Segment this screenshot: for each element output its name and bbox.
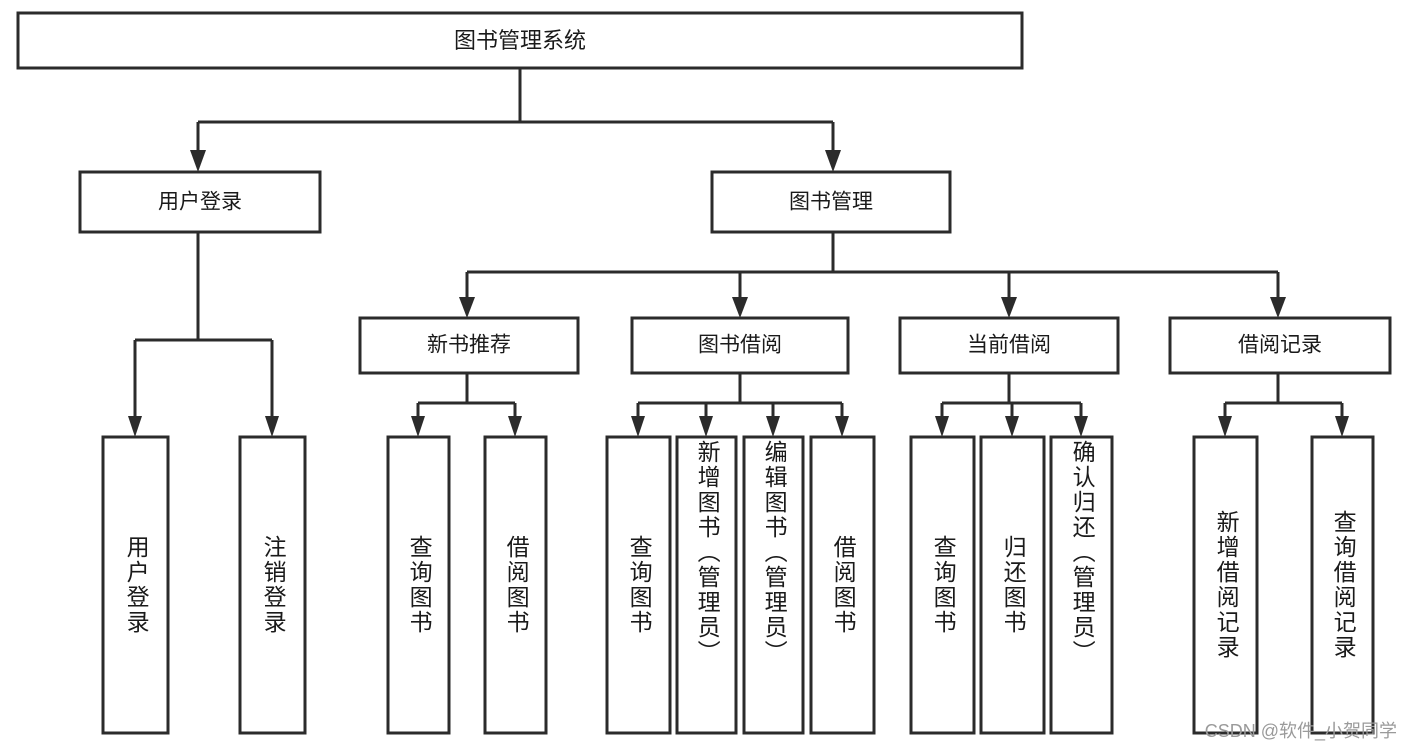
node-root[interactable]: 图书管理系统 (16, 11, 1024, 70)
leaf-box-current-borrow-0[interactable] (909, 435, 976, 735)
node-root-box[interactable] (16, 11, 1024, 70)
node-new-book-recommend-label: 新书推荐 (427, 334, 511, 357)
leaf-box-book-borrow-2[interactable] (742, 435, 805, 735)
node-user-login[interactable]: 用户登录 (78, 170, 322, 234)
leaf-boxes-book-borrow (605, 435, 876, 735)
leaf-box-borrow-records-1[interactable] (1310, 435, 1375, 735)
node-new-book-recommend[interactable]: 新书推荐 (358, 316, 580, 375)
leaf-boxes-user-login (101, 435, 307, 735)
node-borrow-records-box[interactable] (1168, 316, 1392, 375)
arrow-head-leaf-br-1 (1335, 416, 1349, 437)
node-book-borrow-label: 图书借阅 (698, 334, 782, 357)
leaf-box-current-borrow-1[interactable] (979, 435, 1046, 735)
node-book-borrow[interactable]: 图书借阅 (630, 316, 850, 375)
connector-group-book-borrow-leaves (631, 373, 849, 437)
arrow-head-leaf-bb-3 (835, 416, 849, 437)
node-borrow-records-label: 借阅记录 (1238, 334, 1322, 357)
arrow-head-leaf-cb-2 (1074, 416, 1088, 437)
arrow-head-leaf-br-0 (1218, 416, 1232, 437)
arrow-head-leaf-ul-1 (265, 416, 279, 437)
arrow-head-book-borrow (732, 297, 748, 318)
arrow-head-leaf-bb-0 (631, 416, 645, 437)
arrow-head-book-manage (825, 150, 841, 172)
leaf-box-book-borrow-0[interactable] (605, 435, 672, 735)
connector-group-borrow-records-leaves (1218, 373, 1349, 437)
leaf-box-book-borrow-1[interactable] (675, 435, 738, 735)
leaf-box-current-borrow-2[interactable] (1049, 435, 1114, 735)
leaf-box-new-book-1[interactable] (483, 435, 548, 735)
connector-group-user-login-leaves (128, 232, 279, 437)
leaf-box-book-borrow-3[interactable] (809, 435, 876, 735)
node-current-borrow[interactable]: 当前借阅 (898, 316, 1120, 375)
leaf-boxes-current-borrow (909, 435, 1114, 735)
leaf-box-borrow-records-0[interactable] (1192, 435, 1259, 735)
arrow-head-current-borrow (1001, 297, 1017, 318)
leaf-boxes-new-book-recommend (386, 435, 548, 735)
node-borrow-records[interactable]: 借阅记录 (1168, 316, 1392, 375)
arrow-head-leaf-ul-0 (128, 416, 142, 437)
leaf-boxes-borrow-records (1192, 435, 1375, 735)
connector-group-root-to-level2 (190, 68, 841, 172)
node-current-borrow-box[interactable] (898, 316, 1120, 375)
node-book-borrow-box[interactable] (630, 316, 850, 375)
node-current-borrow-label: 当前借阅 (967, 334, 1051, 357)
arrow-head-leaf-cb-0 (935, 416, 949, 437)
arrow-head-leaf-nb-1 (508, 416, 522, 437)
arrow-head-leaf-bb-1 (699, 416, 713, 437)
node-root-label: 图书管理系统 (454, 28, 586, 53)
arrow-head-leaf-bb-2 (766, 416, 780, 437)
arrow-head-new-book (459, 297, 475, 318)
arrow-head-leaf-nb-0 (411, 416, 425, 437)
node-user-login-label: 用户登录 (158, 191, 242, 214)
connector-group-new-book-leaves (411, 373, 522, 437)
node-book-manage-label: 图书管理 (789, 191, 873, 214)
connector-group-book-manage-to-level3 (459, 232, 1286, 318)
connector-group-current-borrow-leaves (935, 373, 1088, 437)
arrow-head-user-login (190, 150, 206, 172)
node-book-manage[interactable]: 图书管理 (710, 170, 952, 234)
leaf-box-user-login-0[interactable] (101, 435, 170, 735)
node-new-book-recommend-box[interactable] (358, 316, 580, 375)
node-book-manage-box[interactable] (710, 170, 952, 234)
leaf-box-user-login-1[interactable] (238, 435, 307, 735)
leaf-box-new-book-0[interactable] (386, 435, 451, 735)
arrow-head-leaf-cb-1 (1005, 416, 1019, 437)
arrow-head-borrow-records (1270, 297, 1286, 318)
node-user-login-box[interactable] (78, 170, 322, 234)
